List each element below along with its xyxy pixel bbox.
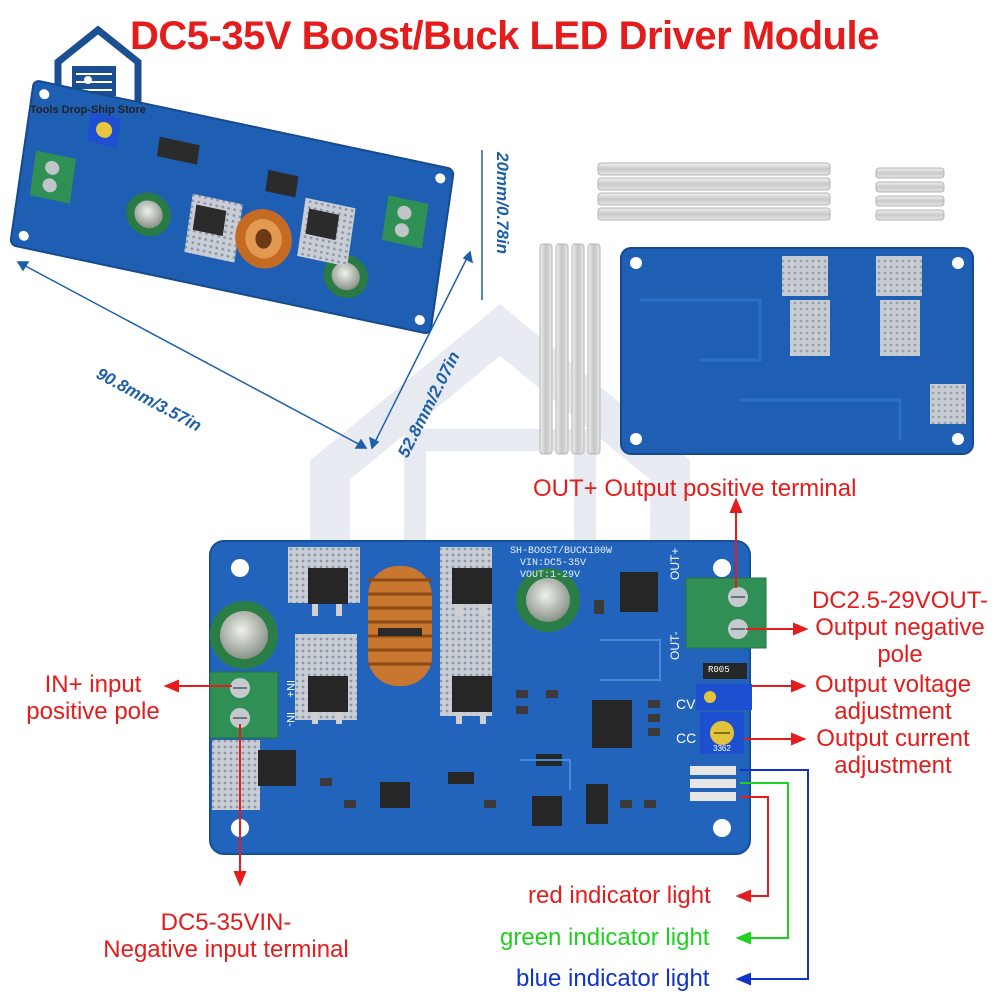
store-name: Tools Drop-Ship Store [30,104,146,116]
label-current-line2: adjustment [834,751,952,779]
main-board [209,540,767,855]
board-cv-print: CV [676,696,696,712]
cv-potentiometer [696,684,752,710]
board-out-minus-print: OUT- [668,631,682,660]
label-current-adjustment: Output current adjustment [804,725,982,780]
label-blue-led: blue indicator light [516,965,710,992]
dimension-height: 20mm/0.78in [493,152,512,255]
dimension-lines [16,150,483,450]
blue-led-line [735,769,809,986]
cc-potentiometer [700,712,744,754]
board-in-plus-print: IN+ [284,680,296,698]
led-row [690,766,736,801]
board-in-minus-print: IN- [284,712,296,727]
board-out-plus-print: OUT+ [668,547,682,580]
green-led-line [735,782,789,945]
label-current-line1: Output current [816,725,970,752]
board-vin-print: VIN:DC5-35V [520,558,587,569]
label-voltage-line1: Output voltage [814,671,972,698]
label-out-minus-line2: Output negative [815,613,985,641]
label-out-minus-line3: pole [877,640,923,668]
label-out-plus: OUT+ Output positive terminal [533,475,857,502]
label-in-plus: IN+ input positive pole [16,671,170,726]
capacitor-input [210,601,278,669]
label-green-led: green indicator light [500,924,710,951]
inductor [368,566,432,686]
label-in-minus: DC5-35VIN- Negative input terminal [88,909,364,964]
label-red-led: red indicator light [528,882,711,909]
page-title: DC5-35V Boost/Buck LED Driver Module [130,14,879,58]
label-in-minus-line1: DC5-35VIN- [160,909,292,936]
heatsink-small [875,167,945,221]
label-voltage-line2: adjustment [834,697,952,725]
board-cc-print: CC [676,730,697,746]
label-out-minus-line1: DC2.5-29VOUT- [811,587,989,614]
input-terminal [209,671,279,739]
label-in-minus-line2: Negative input terminal [103,935,349,963]
board-vout-print: VOUT:1-29V [520,570,581,581]
board-back [620,247,974,455]
board-model-print: SH-BOOST/BUCK100W [510,546,613,557]
angled-board [9,80,455,335]
heatsink-large [597,162,831,221]
output-terminal [685,577,767,649]
label-out-minus: DC2.5-29VOUT- Output negative pole [808,587,992,669]
board-pot-print: 3362 [713,744,731,753]
label-in-plus-line2: positive pole [26,697,160,725]
label-in-plus-line1: IN+ input [44,671,142,698]
annotation-arrows [163,497,809,903]
label-voltage-adjustment: Output voltage adjustment [804,671,982,726]
capacitor-output [516,568,580,632]
heatsink-vertical [539,243,601,455]
board-resistor-print: R005 [708,665,730,675]
